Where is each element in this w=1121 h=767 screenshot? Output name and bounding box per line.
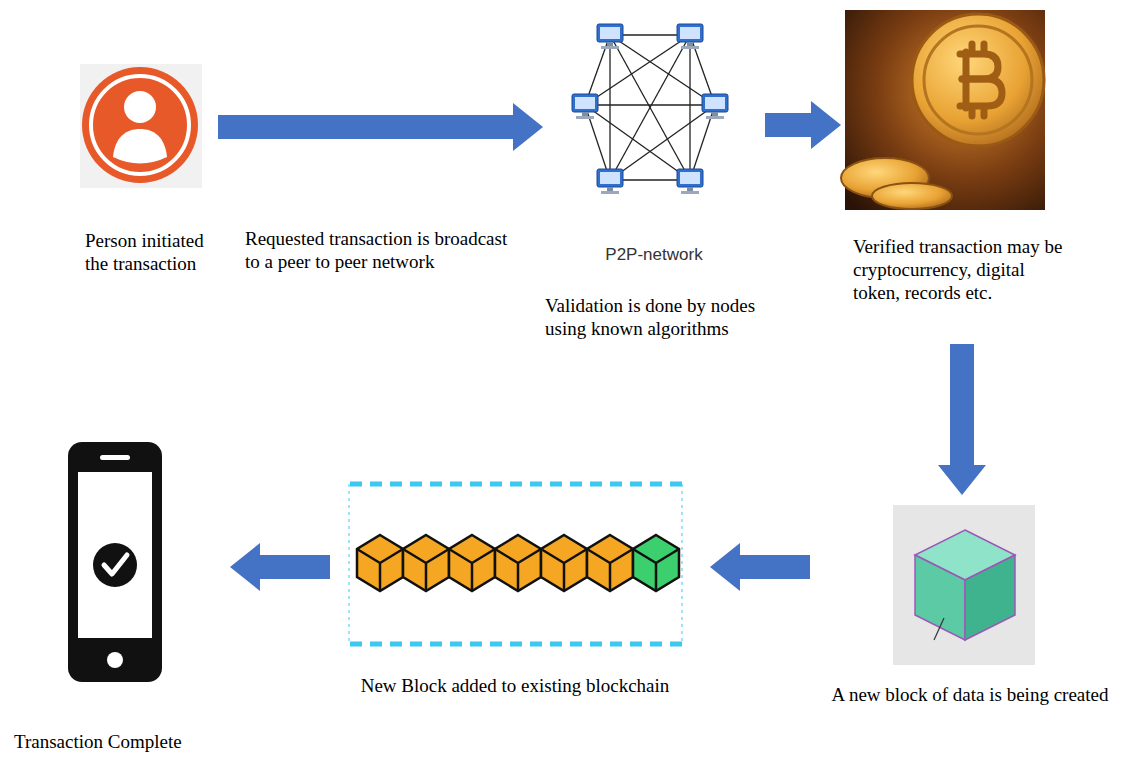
flow-arrow xyxy=(218,103,543,151)
network-icon xyxy=(572,24,728,194)
step-caption: New Block added to existing blockchain xyxy=(340,675,690,698)
step-node: Transaction Complete xyxy=(10,436,215,758)
flow-arrow xyxy=(765,101,841,149)
bitcoin-photo xyxy=(841,10,1045,210)
step-caption: A new block of data is being created xyxy=(825,684,1115,707)
blockchain-image xyxy=(347,480,683,648)
step-node: Person initiated the transaction xyxy=(78,58,218,280)
step-caption: Verified transaction may be cryptocurren… xyxy=(853,236,1071,304)
step-caption: Validation is done by nodes using known … xyxy=(545,295,765,341)
network-label: P2P-network xyxy=(543,245,765,265)
step-node: New Block added to existing blockchain xyxy=(340,472,690,702)
flow-arrow xyxy=(938,344,986,495)
step-node: A new block of data is being created xyxy=(825,500,1115,711)
phone-icon xyxy=(68,442,162,682)
arrow-label: Requested transaction is broadcast to a … xyxy=(245,228,517,274)
step-node: Verified transaction may be cryptocurren… xyxy=(843,8,1071,309)
step-caption: Person initiated the transaction xyxy=(85,230,220,276)
person-icon xyxy=(80,64,202,188)
flow-arrow xyxy=(710,543,810,591)
flow-arrow xyxy=(230,543,330,591)
step-caption: Transaction Complete xyxy=(14,731,214,754)
step-node: P2P-networkValidation is done by nodes u… xyxy=(543,10,765,345)
cube-icon xyxy=(893,505,1035,665)
